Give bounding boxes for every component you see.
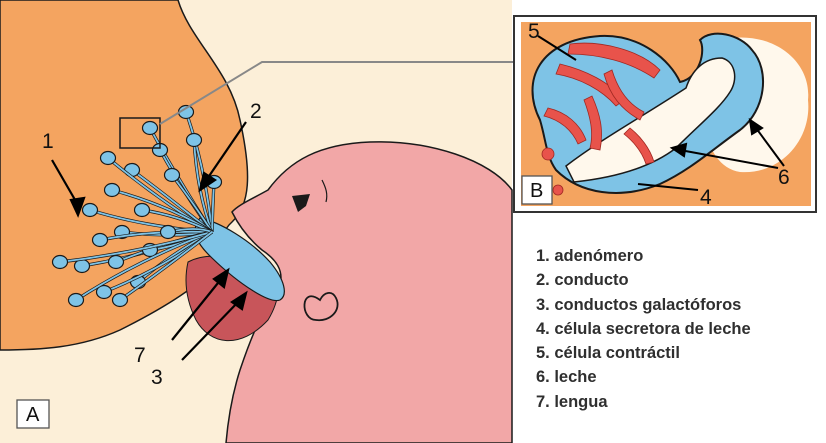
adenomer-lobule bbox=[161, 226, 176, 239]
adenomer-lobule bbox=[135, 204, 150, 217]
callout-1: 1 bbox=[42, 130, 54, 153]
adenomer-lobule bbox=[83, 204, 98, 217]
panel-b-label: B bbox=[530, 180, 543, 202]
panel-a-label: A bbox=[26, 404, 40, 426]
legend-item-conducto: 2. conducto bbox=[536, 268, 751, 292]
adenomer-lobule bbox=[143, 122, 158, 135]
adenomer-lobule bbox=[69, 294, 84, 307]
adenomer-lobule bbox=[101, 152, 116, 165]
adenomer-lobule bbox=[187, 134, 202, 147]
callout-7: 7 bbox=[134, 344, 146, 367]
adenomer-lobule bbox=[105, 184, 120, 197]
callout-2: 2 bbox=[250, 100, 262, 123]
inset-callout-4: 4 bbox=[700, 186, 712, 209]
legend: 1. adenómero 2. conducto 3. conductos ga… bbox=[536, 244, 751, 414]
inset-callout-5: 5 bbox=[528, 20, 540, 43]
adenomer-lobule bbox=[109, 256, 124, 269]
adenomer-lobule bbox=[165, 169, 180, 182]
adenomer-lobule bbox=[113, 294, 128, 307]
inset-callout-6: 6 bbox=[778, 166, 790, 189]
adenomer-lobule bbox=[93, 234, 108, 247]
legend-item-conductos-galactoforos: 3. conductos galactóforos bbox=[536, 293, 751, 317]
callout-3: 3 bbox=[151, 366, 163, 389]
legend-item-lengua: 7. lengua bbox=[536, 390, 751, 414]
legend-item-celula-secretora: 4. célula secretora de leche bbox=[536, 317, 751, 341]
inset-panel: 5 6 4 B bbox=[514, 16, 816, 212]
legend-item-celula-contractil: 5. célula contráctil bbox=[536, 341, 751, 365]
legend-item-adenomero: 1. adenómero bbox=[536, 244, 751, 268]
legend-item-leche: 6. leche bbox=[536, 365, 751, 389]
adenomer-lobule bbox=[53, 256, 68, 269]
